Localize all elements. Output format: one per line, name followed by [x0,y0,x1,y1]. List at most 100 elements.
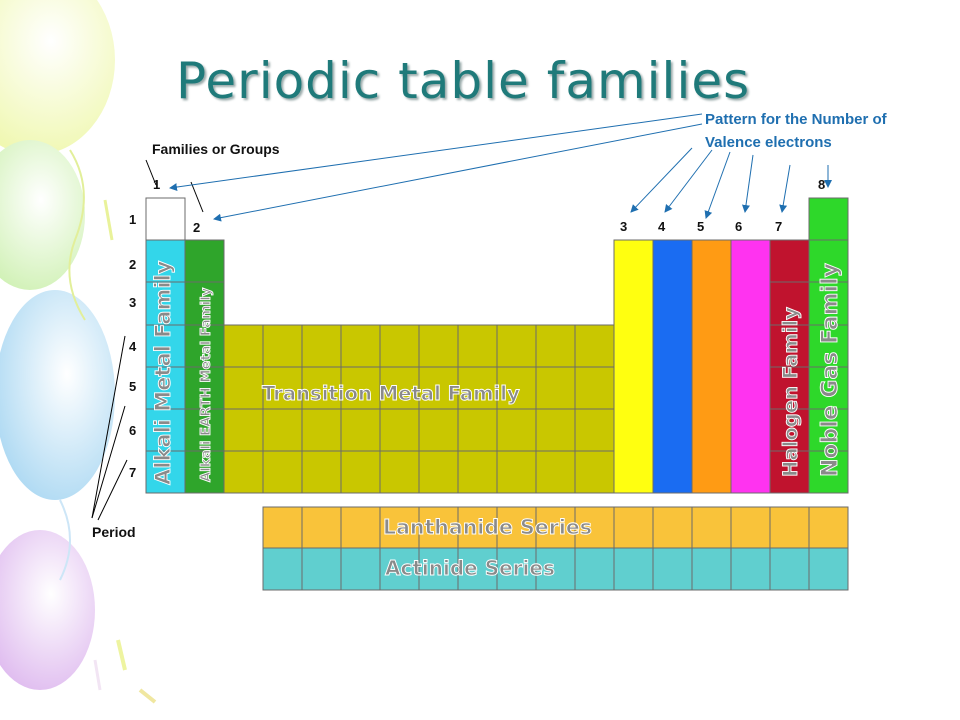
valence-arrow [213,123,703,222]
group-number: 4 [658,219,666,234]
alkali-earth-cell [184,281,225,326]
balloon-shape [0,290,115,500]
transition-cell [457,450,498,494]
alkali-earth-cell [184,366,225,410]
transition-cell [418,366,459,410]
balloon-shape [0,140,85,290]
group-number: 7 [775,219,782,234]
actinide-cell [652,547,693,591]
transition-cell [223,408,264,452]
transition-cell [262,408,303,452]
period-number: 6 [129,423,136,438]
alkali-family-label: Alkali Metal Family [151,260,175,485]
alkali-cell [145,324,186,368]
actinide-cell [301,547,342,591]
confetti [116,639,127,671]
noble-gas-cell [808,324,849,368]
valence-arrow [630,147,693,213]
transition-cell [574,408,615,452]
lanthanide-cell [340,506,381,549]
transition-cell [535,366,576,410]
balloon-string [68,149,86,321]
transition-cell [301,324,342,368]
transition-cell [418,408,459,452]
pointer-line [91,335,126,519]
period-label: Period [92,524,136,540]
alkali-earth-family-label: Alkali EARTH Metal Family [199,287,214,482]
alkali-cell [145,239,186,283]
actinide-cell [379,547,420,591]
element-cells [145,197,849,591]
actinide-cell [808,547,849,591]
halogen-cell [769,239,810,283]
halogen-cell [769,281,810,326]
slide-title: Periodic table families [176,52,751,110]
period-number: 3 [129,295,136,310]
period-number: 7 [129,465,136,480]
halogen-cell [769,408,810,452]
transition-cell [379,450,420,494]
transition-cell [535,450,576,494]
noble-gas-family-label: Noble Gas Family [818,263,843,477]
transition-cell [262,450,303,494]
actinide-cell [574,547,615,591]
transition-cell [574,324,615,368]
transition-cell [301,408,342,452]
period-number: 5 [129,379,136,394]
actinide-cell [769,547,810,591]
group-6-column [730,239,771,494]
confetti [93,659,102,691]
transition-cell [496,450,537,494]
group-number: 2 [193,220,200,235]
lanthanide-cell [301,506,342,549]
period-number: 1 [129,212,136,227]
actinide-cell [613,547,654,591]
pointer-line [91,405,126,519]
transition-cell [574,366,615,410]
transition-cell [457,408,498,452]
group-5-column [691,239,732,494]
actinide-cell [691,547,732,591]
transition-cell [535,408,576,452]
lanthanide-cell [808,506,849,549]
valence-arrow [779,164,791,213]
transition-cell [301,366,342,410]
period-number: 2 [129,257,136,272]
transition-cell [262,324,303,368]
lanthanide-cell [613,506,654,549]
actinide-cell [340,547,381,591]
transition-cell [574,450,615,494]
group-number: 3 [620,219,627,234]
lanthanide-series-label: Lanthanide Series [383,515,592,539]
annotation-line-1: Pattern for the Number of [705,111,887,128]
lanthanide-cell [691,506,732,549]
lanthanide-cell [652,506,693,549]
halogen-cell [769,450,810,494]
balloon-shape [0,0,115,155]
noble-gas-cell [808,197,849,241]
transition-cell [418,324,459,368]
transition-cell [379,408,420,452]
transition-cell [340,450,381,494]
balloon-shape [0,530,95,690]
pointer-line [190,181,204,213]
lanthanide-cell [769,506,810,549]
confetti [138,688,157,704]
group-number: 1 [153,177,160,192]
group-number: 8 [818,177,825,192]
alkali-earth-cell [184,324,225,368]
group-4-column [652,239,693,494]
transition-cell [223,450,264,494]
valence-arrow [742,154,754,213]
transition-cell [340,324,381,368]
alkali-cell [145,366,186,410]
noble-gas-cell [808,450,849,494]
group-3-column [613,239,654,494]
lanthanide-cell [262,506,303,549]
actinide-series-label: Actinide Series [385,556,555,580]
valence-arrow [169,113,703,191]
transition-cell [535,324,576,368]
transition-cell [223,324,264,368]
